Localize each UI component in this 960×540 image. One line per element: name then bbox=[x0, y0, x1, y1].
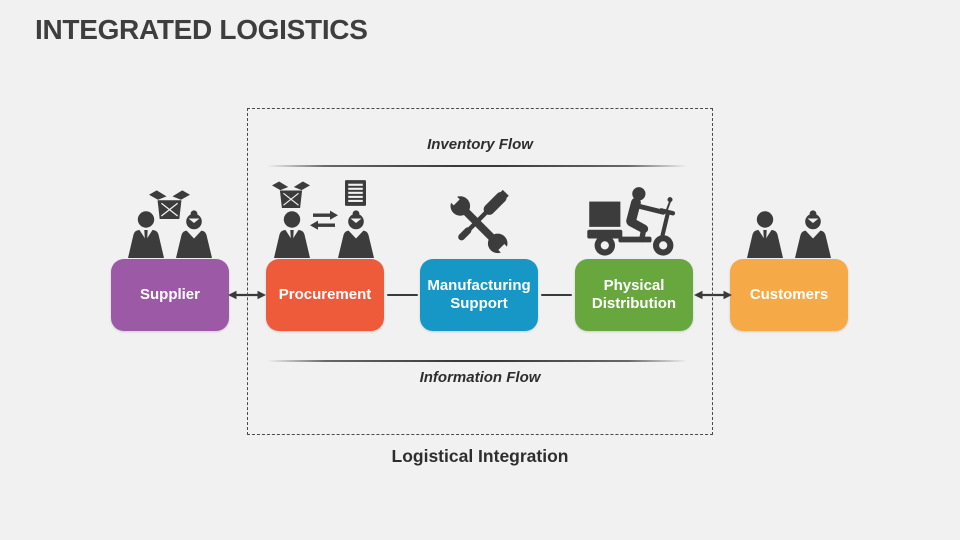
node-procurement-label: Procurement bbox=[278, 285, 372, 303]
procurement-goods-document-exchange-icon bbox=[272, 180, 376, 258]
connector-manufacturing-distribution-line bbox=[541, 294, 572, 297]
node-customers: Customers bbox=[730, 259, 848, 331]
supplier-man-woman-package-icon bbox=[124, 190, 216, 258]
delivery-scooter-icon bbox=[584, 186, 684, 258]
inventory-flow-label: Inventory Flow bbox=[427, 136, 533, 153]
wrench-screwdriver-tools-icon bbox=[445, 189, 513, 257]
node-physical-distribution-label: Physical Distribution bbox=[591, 276, 677, 312]
node-customers-label: Customers bbox=[749, 285, 829, 303]
node-manufacturing-support: Manufacturing Support bbox=[420, 259, 538, 331]
node-procurement: Procurement bbox=[266, 259, 384, 331]
connector-distribution-customers-double-arrow bbox=[694, 289, 732, 301]
information-flow-divider bbox=[267, 360, 687, 363]
node-supplier-label: Supplier bbox=[139, 285, 200, 303]
node-manufacturing-support-label: Manufacturing Support bbox=[427, 276, 531, 312]
node-physical-distribution: Physical Distribution bbox=[575, 259, 693, 331]
customers-man-woman-icon bbox=[745, 200, 833, 258]
slide-title: INTEGRATED LOGISTICS bbox=[35, 14, 368, 45]
node-supplier: Supplier bbox=[111, 259, 229, 331]
information-flow-label: Information Flow bbox=[419, 369, 541, 386]
connector-supplier-procurement-double-arrow bbox=[228, 289, 266, 301]
logistical-integration-label: Logistical Integration bbox=[391, 446, 569, 466]
connector-procurement-manufacturing-line bbox=[387, 294, 418, 297]
inventory-flow-divider bbox=[267, 165, 687, 168]
